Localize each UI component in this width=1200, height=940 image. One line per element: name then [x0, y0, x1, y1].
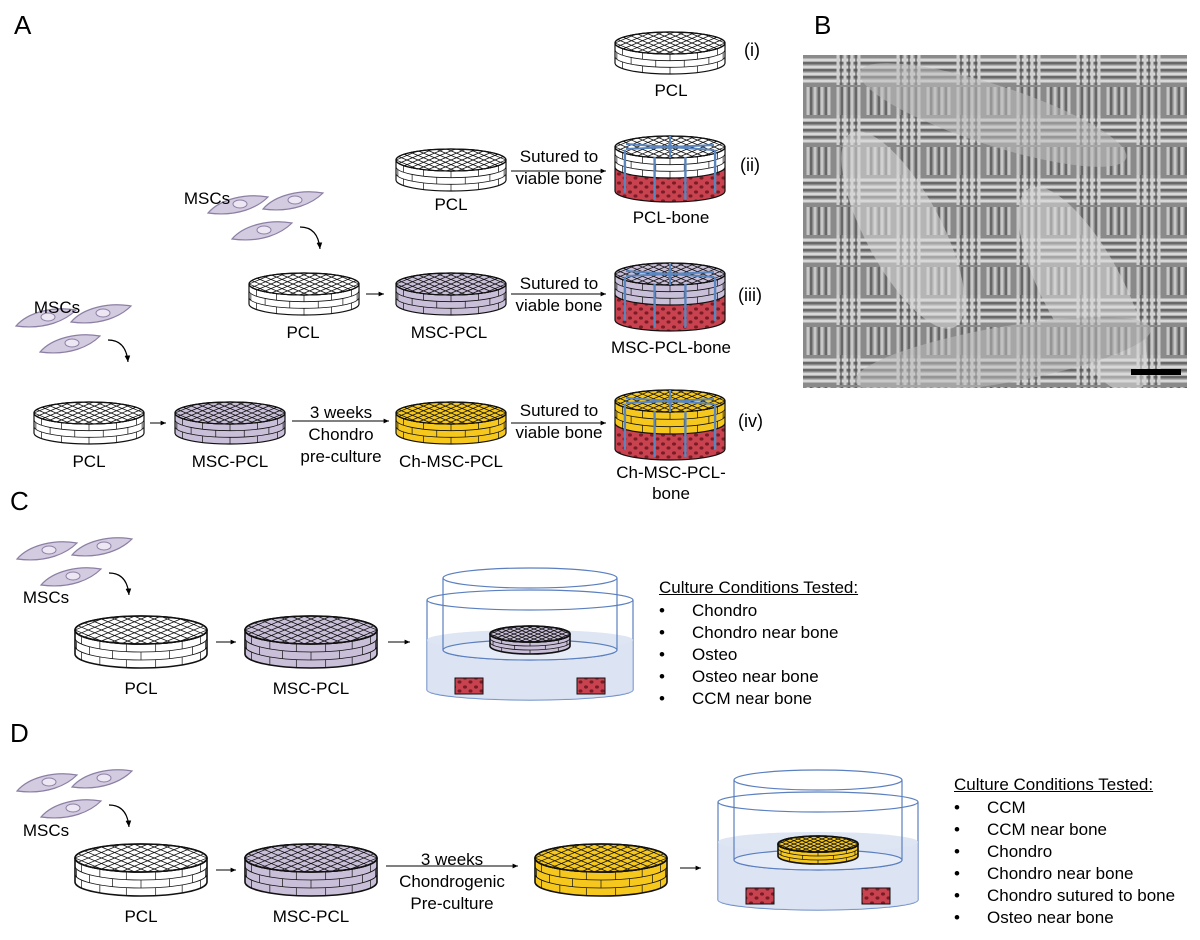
cells-d	[16, 769, 133, 828]
conditions-c-heading: Culture Conditions Tested:	[659, 578, 859, 597]
label-pcl-i: PCL	[654, 81, 688, 100]
scale-bar	[1131, 369, 1181, 375]
label-msc-pcl-iii: MSC-PCL	[410, 323, 488, 342]
sutures-iv	[623, 390, 717, 457]
scaffold-layer	[15, 31, 919, 911]
scaffold-msc-pcl-c	[244, 615, 378, 669]
conditions-d-heading: Culture Conditions Tested:	[954, 775, 1154, 794]
label-mscs-d: MSCs	[22, 821, 70, 840]
label-pcl-iv: PCL	[72, 452, 106, 471]
scaffold-msc-pcl-d	[244, 843, 378, 897]
label-ch-msc-pcl-bone: Ch-MSC-PCL-bone	[616, 463, 726, 503]
label-mscs-a1: MSCs	[183, 189, 231, 208]
label-msc-pcl-d: MSC-PCL	[272, 907, 350, 926]
sutures-iii	[623, 263, 717, 328]
cells-c	[16, 537, 133, 596]
well-scaffold	[777, 835, 859, 865]
label-mscs-a2: MSCs	[33, 298, 81, 317]
scaffold-ch-msc-pcl-d	[534, 843, 668, 897]
label-mscs-c: MSCs	[22, 588, 70, 607]
condition-item: Chondro near bone	[659, 622, 858, 644]
condition-item: CCM	[954, 797, 1175, 819]
label-pcl-bone: PCL-bone	[632, 208, 710, 227]
panel-label-b: B	[814, 10, 832, 40]
cells-a2	[15, 304, 132, 363]
condition-item: Chondro near bone	[954, 863, 1175, 885]
condition-item: Osteo near bone	[659, 666, 858, 688]
sutures-ii	[623, 136, 717, 200]
condition-item: Chondro	[659, 600, 858, 622]
step-sutured-iv: Sutured to viable bone	[515, 401, 603, 442]
step-chondro-preculture: 3 weeks Chondro pre-culture	[300, 403, 382, 466]
scaffold-pcl-i	[614, 31, 726, 75]
label-msc-pcl-c: MSC-PCL	[272, 679, 350, 698]
label-ch-msc-pcl: Ch-MSC-PCL	[399, 452, 503, 471]
sem-micrograph	[803, 55, 1187, 388]
scaffold-ch-msc-pcl	[395, 401, 507, 445]
label-pcl-iii: PCL	[286, 323, 320, 342]
panel-label-c: C	[10, 486, 29, 516]
condition-item: Osteo	[659, 644, 858, 666]
label-iv: (iv)	[738, 411, 763, 431]
label-iii: (iii)	[738, 285, 762, 305]
step-sutured-iii: Sutured to viable bone	[515, 274, 603, 315]
well-scaffold	[489, 625, 571, 655]
conditions-c: Culture Conditions Tested: Chondro Chond…	[659, 577, 858, 710]
scaffold-pcl-c	[74, 615, 208, 669]
label-pcl-d: PCL	[124, 907, 158, 926]
scaffold-pcl-iii	[248, 272, 360, 316]
condition-item: CCM near bone	[659, 688, 858, 710]
label-msc-pcl-bone: MSC-PCL-bone	[611, 338, 731, 357]
condition-item: CCM near bone	[954, 819, 1175, 841]
label-pcl-c: PCL	[124, 679, 158, 698]
label-pcl-ii: PCL	[434, 195, 468, 214]
condition-item: Osteo near bone	[954, 907, 1175, 929]
panel-label-d: D	[10, 718, 29, 748]
scaffold-pcl-d	[74, 843, 208, 897]
step-chondrogenic-preculture: 3 weeks Chondrogenic Pre-culture	[399, 850, 505, 913]
label-i: (i)	[744, 40, 760, 60]
scaffold-pcl-ii	[395, 148, 507, 192]
conditions-d: Culture Conditions Tested: CCM CCM near …	[954, 774, 1175, 929]
cells-a1	[207, 191, 324, 250]
panel-label-a: A	[14, 10, 32, 40]
condition-item: Chondro sutured to bone	[954, 885, 1175, 907]
step-sutured-ii: Sutured to viable bone	[515, 147, 603, 188]
sem-fiber-weave	[803, 55, 1187, 388]
scaffold-msc-pcl-iv	[174, 401, 286, 445]
condition-item: Chondro	[954, 841, 1175, 863]
label-ii: (ii)	[740, 155, 760, 175]
label-msc-pcl-iv: MSC-PCL	[191, 452, 269, 471]
